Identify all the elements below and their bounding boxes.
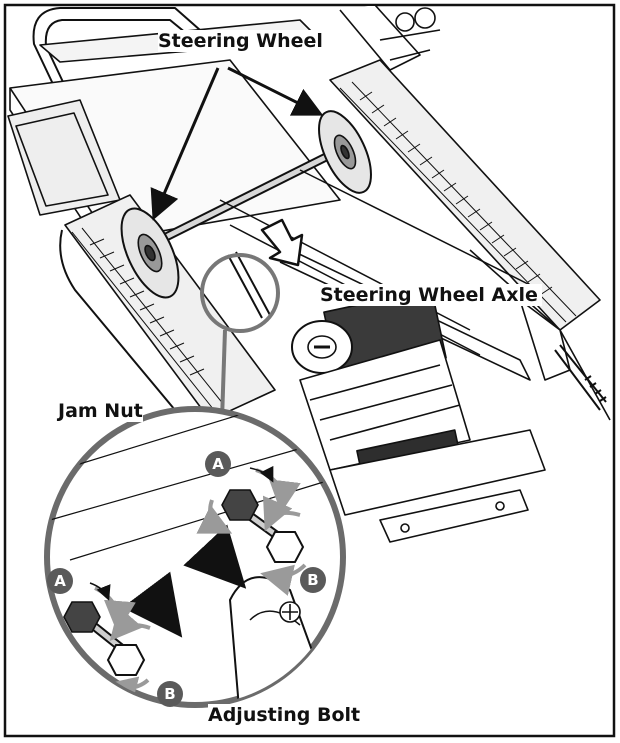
top-hardware [339, 6, 441, 71]
marker-a-upper: A [205, 451, 231, 477]
steering-wheel-left [120, 207, 180, 299]
drive-linkage [519, 299, 607, 411]
axle-zoom-circle [200, 253, 280, 333]
engine [291, 288, 471, 491]
steering-wheel-right [318, 110, 372, 194]
marker-b-lower: B [157, 681, 183, 707]
detail-view [44, 406, 346, 708]
callout-steering-wheel: Steering Wheel [158, 30, 323, 52]
marker-b-upper: B [300, 567, 326, 593]
push-direction-arrow [260, 218, 304, 267]
callout-jam-nut: Jam Nut [58, 400, 143, 422]
marker-a-lower: A [47, 568, 73, 594]
adjusting-bolt-lower [63, 601, 146, 676]
tread-marks [89, 91, 553, 376]
callout-adjusting-bolt: Adjusting Bolt [208, 704, 361, 726]
callout-steering-wheel-axle: Steering Wheel Axle [316, 284, 542, 306]
